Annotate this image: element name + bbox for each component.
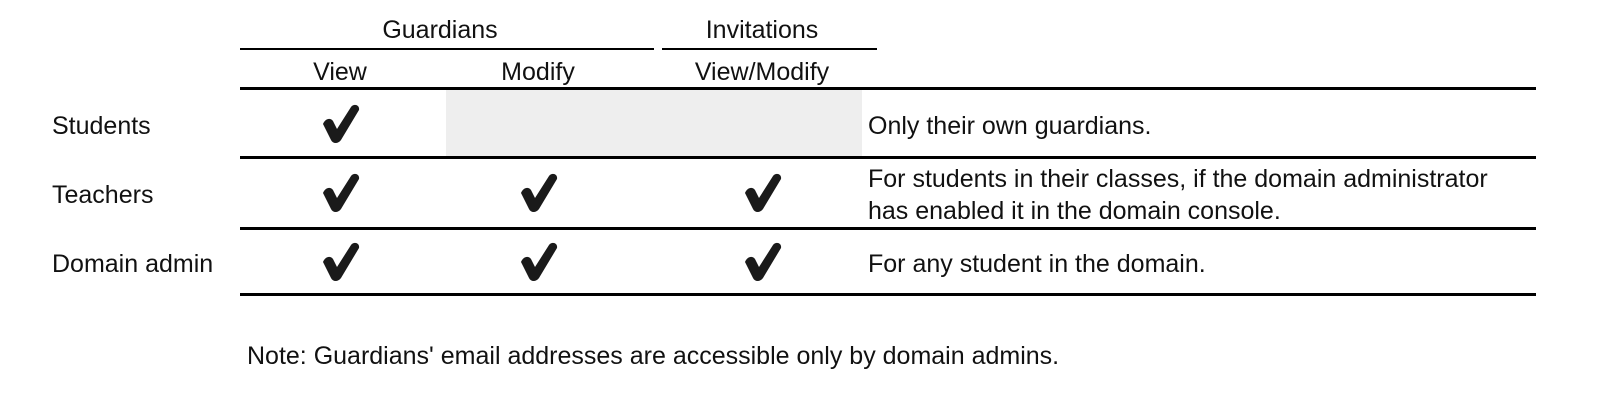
column-header-guardians-view: View — [313, 58, 367, 86]
check-icon — [317, 242, 363, 282]
table-bottom-rule — [240, 293, 1536, 296]
row-notes-students: Only their own guardians. — [868, 112, 1152, 140]
check-icon — [515, 242, 561, 282]
check-icon — [317, 173, 363, 213]
header-bottom-rule — [240, 87, 1536, 90]
column-group-header-invitations: Invitations — [705, 16, 819, 44]
column-group-header-guardians: Guardians — [382, 16, 498, 44]
row-label-domain-admin: Domain admin — [52, 250, 214, 278]
row-notes-domain-admin: For any student in the domain. — [868, 250, 1206, 278]
group-rule-guardians — [240, 48, 654, 50]
row-label-students: Students — [52, 112, 151, 140]
table-footnote: Note: Guardians' email addresses are acc… — [247, 342, 1060, 370]
check-icon — [739, 173, 785, 213]
check-icon — [739, 242, 785, 282]
row-notes-teachers: For students in their classes, if the do… — [868, 165, 1488, 225]
group-rule-invitations — [662, 48, 877, 50]
cell-shaded-students-guardians-modify — [446, 90, 862, 156]
row-label-teachers: Teachers — [52, 181, 154, 209]
column-header-invitations-view-modify: View/Modify — [694, 58, 830, 86]
check-icon — [317, 104, 363, 144]
row-rule-after-teachers — [240, 227, 1536, 230]
column-header-guardians-modify: Modify — [501, 58, 575, 86]
check-icon — [515, 173, 561, 213]
row-rule-after-students — [240, 156, 1536, 159]
